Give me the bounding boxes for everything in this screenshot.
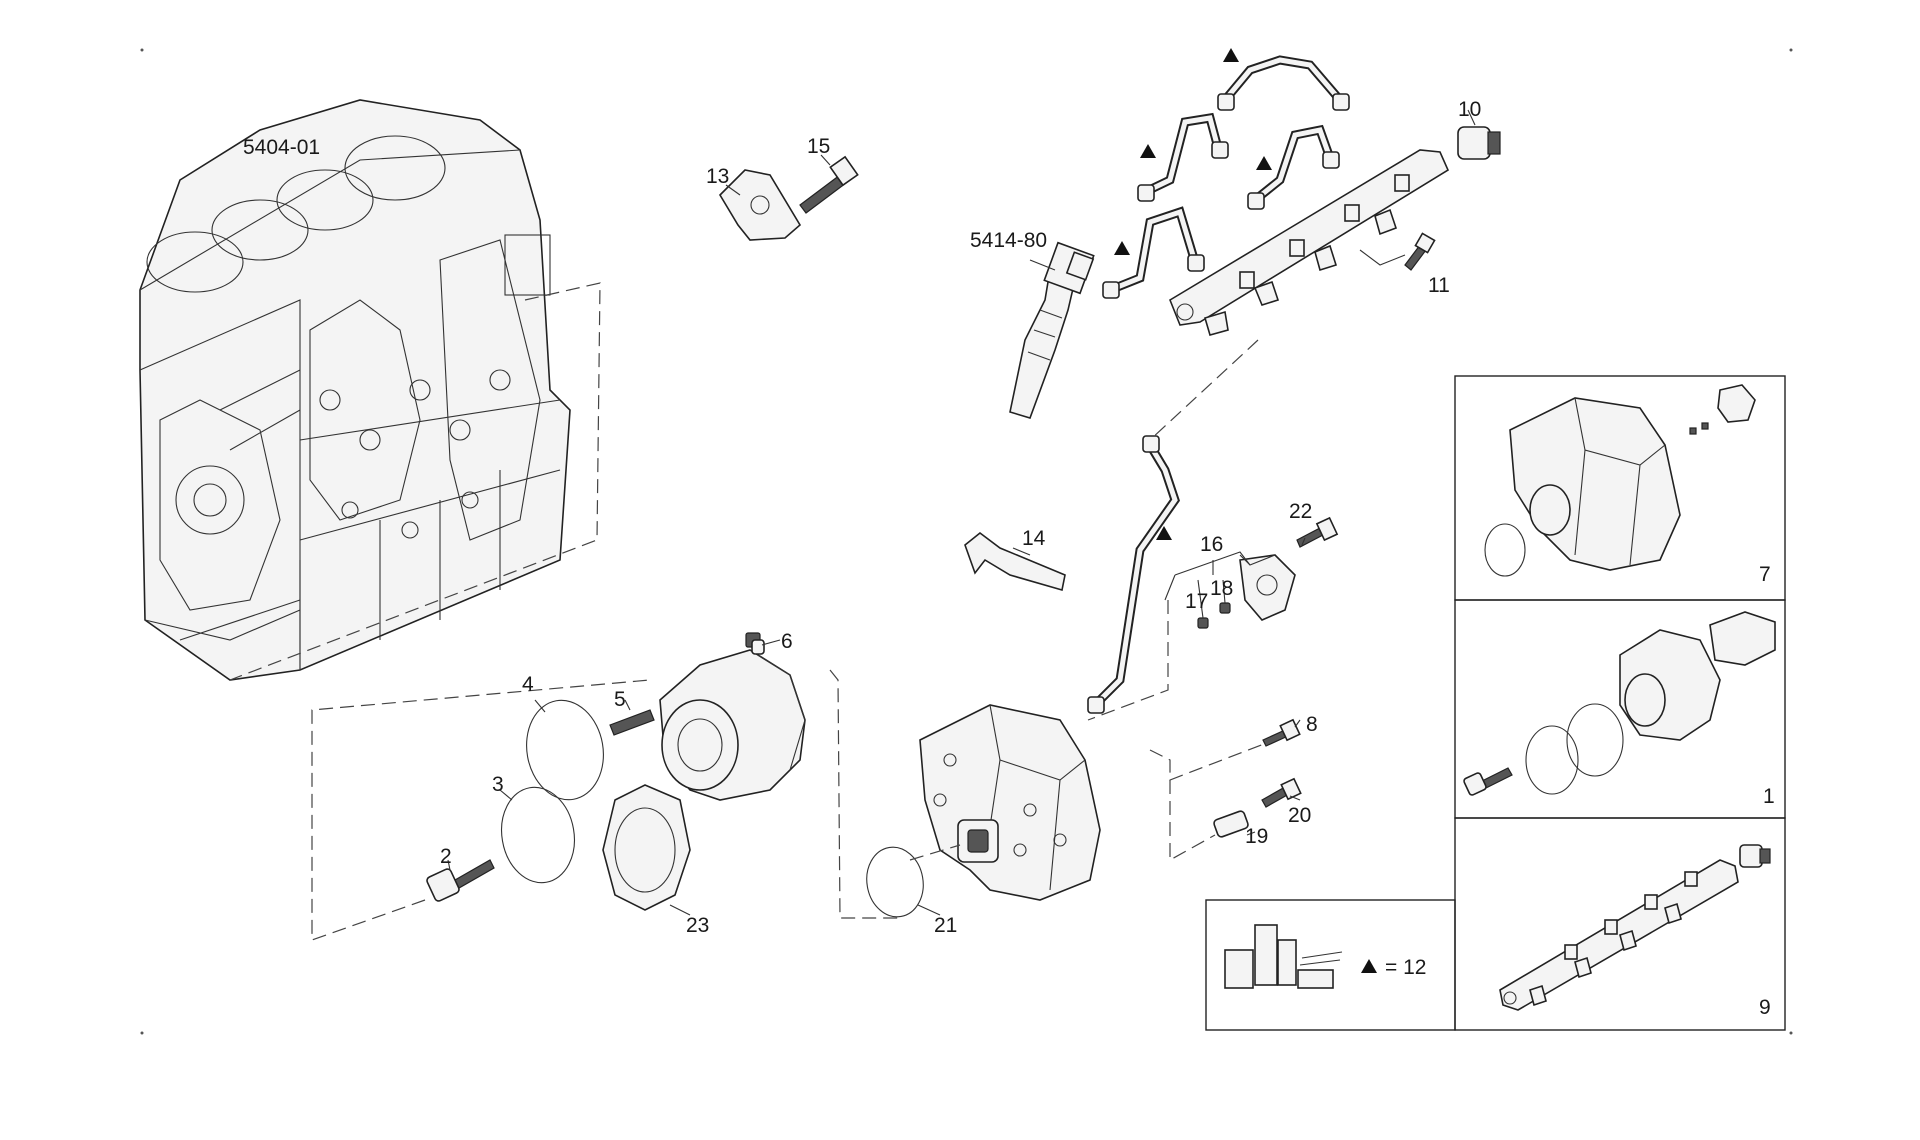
label-part-17: 17: [1185, 590, 1208, 613]
label-part-9: 9: [1759, 996, 1771, 1019]
drive-assembly-1: [1463, 611, 1776, 796]
corner-marks: [140, 48, 1793, 1035]
label-part-14: 14: [1022, 527, 1046, 550]
label-part-6: 6: [781, 630, 793, 653]
bracket-14: [964, 531, 1066, 592]
label-part-3: 3: [492, 773, 504, 796]
drive-housing: [659, 632, 806, 801]
bolt-2: [426, 859, 495, 902]
label-part-22: 22: [1289, 500, 1312, 523]
label-part-4: 4: [522, 673, 534, 696]
bolt-20: [1261, 777, 1302, 808]
label-part-18: 18: [1210, 577, 1233, 600]
label-part-11: 11: [1428, 274, 1450, 297]
bracket-13: [718, 169, 802, 241]
label-part-2: 2: [440, 845, 452, 868]
label-part-7: 7: [1759, 563, 1771, 586]
label-part-10: 10: [1458, 98, 1481, 121]
legend-box: [1205, 899, 1456, 1031]
feed-pipe: [1087, 435, 1180, 714]
legend-text: = 12: [1385, 956, 1426, 979]
high-pressure-pump: [919, 704, 1101, 901]
sleeve-19: [1213, 810, 1249, 838]
fuel-rail: [1169, 149, 1450, 336]
label-part-1: 1: [1763, 785, 1775, 808]
warning-triangles: [1114, 48, 1272, 540]
engine-block: [139, 99, 571, 681]
pin-5: [609, 709, 655, 736]
rail-assembly-9: [1499, 844, 1771, 1011]
pump-assembly-7: [1484, 384, 1756, 577]
part-labels: 5404-01 5414-80 13 15 10 11 14 16 17 18 …: [243, 98, 1775, 1019]
seal-ring-3: [501, 786, 575, 884]
label-part-20: 20: [1288, 804, 1311, 827]
label-part-5: 5: [614, 688, 626, 711]
bolt-15: [799, 155, 859, 214]
label-part-8: 8: [1306, 713, 1318, 736]
injector: [1009, 241, 1095, 419]
sensor-10: [1457, 126, 1501, 160]
connector-kit-icon: [1224, 924, 1343, 989]
label-part-15: 15: [807, 135, 830, 158]
bolt-11: [1359, 232, 1436, 271]
bolt-8: [1262, 718, 1301, 747]
gasket-23: [602, 784, 691, 911]
label-part-16: 16: [1200, 533, 1223, 556]
seal-ring-21: [866, 846, 924, 918]
leader-lines: [447, 109, 1476, 916]
label-part-19: 19: [1245, 825, 1268, 848]
legend-triangle: [1361, 959, 1377, 973]
label-part-23: 23: [686, 914, 709, 937]
label-group-5404: 5404-01: [243, 136, 320, 159]
pressure-lines: [1102, 55, 1350, 299]
label-part-21: 21: [934, 914, 957, 937]
label-part-13: 13: [706, 165, 729, 188]
seal-ring-4: [526, 699, 604, 801]
label-group-5414: 5414-80: [970, 229, 1047, 252]
valve-16: [1164, 551, 1296, 621]
